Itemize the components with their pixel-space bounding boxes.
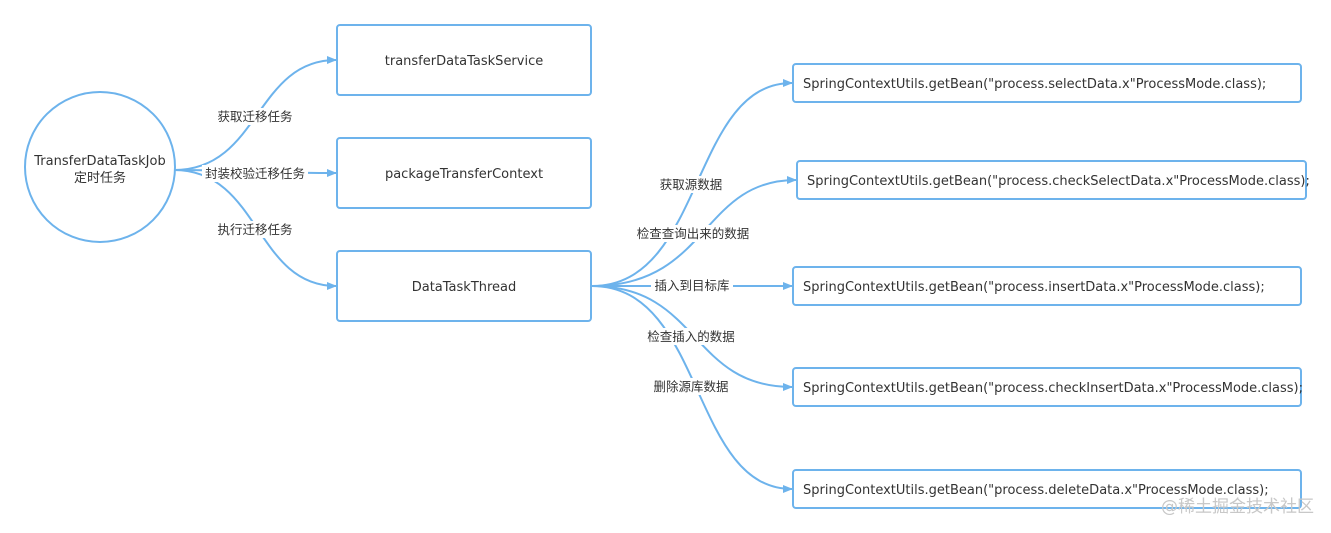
label-fetch-task: 获取迁移任务 <box>217 109 292 124</box>
root-subtitle: 定时任务 <box>74 170 126 186</box>
thread-box: DataTaskThread <box>336 250 592 322</box>
service-box-label: transferDataTaskService <box>385 54 543 69</box>
context-box-label: packageTransferContext <box>385 167 543 182</box>
root-node: TransferDataTaskJob 定时任务 <box>24 91 176 243</box>
label-delete-data: 删除源库数据 <box>653 379 728 394</box>
watermark: @稀土掘金技术社区 <box>1161 497 1314 517</box>
label-wrap-task: 封装校验迁移任务 <box>205 166 305 181</box>
service-box: transferDataTaskService <box>336 24 592 96</box>
label-exec-task: 执行迁移任务 <box>217 222 292 237</box>
check-insert-data-box: SpringContextUtils.getBean("process.chec… <box>792 367 1303 407</box>
label-check-select-data: 检查查询出来的数据 <box>637 226 750 241</box>
check-select-data-label: SpringContextUtils.getBean("process.chec… <box>807 174 1310 189</box>
thread-edge-labels: 获取源数据 检查查询出来的数据 插入到目标库 检查插入的数据 删除源库数据 <box>634 176 752 395</box>
label-insert-data: 插入到目标库 <box>654 278 729 293</box>
context-box: packageTransferContext <box>336 137 592 209</box>
label-select-data: 获取源数据 <box>660 177 723 192</box>
label-check-insert-data: 检查插入的数据 <box>647 329 735 344</box>
delete-data-box: SpringContextUtils.getBean("process.dele… <box>792 469 1302 509</box>
select-data-box: SpringContextUtils.getBean("process.sele… <box>792 63 1302 103</box>
check-insert-data-label: SpringContextUtils.getBean("process.chec… <box>803 381 1303 396</box>
insert-data-label: SpringContextUtils.getBean("process.inse… <box>803 280 1265 295</box>
delete-data-label: SpringContextUtils.getBean("process.dele… <box>803 483 1269 498</box>
thread-box-label: DataTaskThread <box>412 280 517 295</box>
select-data-label: SpringContextUtils.getBean("process.sele… <box>803 77 1266 92</box>
root-edge-labels: 获取迁移任务 封装校验迁移任务 执行迁移任务 <box>202 108 308 238</box>
root-title: TransferDataTaskJob <box>33 154 165 169</box>
check-select-data-box: SpringContextUtils.getBean("process.chec… <box>796 160 1310 200</box>
root-circle <box>24 91 176 243</box>
insert-data-box: SpringContextUtils.getBean("process.inse… <box>792 266 1302 306</box>
